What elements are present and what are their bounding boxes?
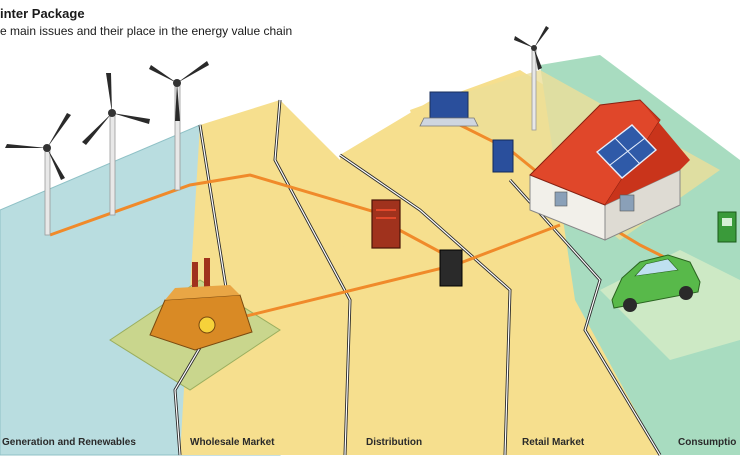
diagram-subtitle: e main issues and their place in the ene… [0,24,293,38]
smart-meter-icon [492,139,514,173]
zone-label-wholesale: Wholesale Market [190,437,275,448]
wind-turbine-icon [149,61,209,191]
wind-turbine-icon [82,73,150,216]
wind-turbine-icon [5,113,71,236]
wind-turbine-icon [514,26,549,131]
power-line-turbines [49,173,386,237]
zone-label-consumption: Consumptio [678,437,737,448]
zone-label-generation: Generation and Renewables [2,437,136,448]
laptop-icon [419,91,479,127]
house-icon [529,99,690,241]
retail-zone [410,70,660,455]
zone-label-distribution: Distribution [366,437,423,448]
transformer-icon [439,249,463,287]
zone-label-retail: Retail Market [522,437,585,448]
solar-panel-icon [595,124,658,179]
substation-icon [371,199,401,249]
power-plant-icon [149,258,253,351]
charging-station-icon [717,211,737,243]
electric-car-icon [611,254,701,312]
diagram-title: inter Package [0,6,85,21]
